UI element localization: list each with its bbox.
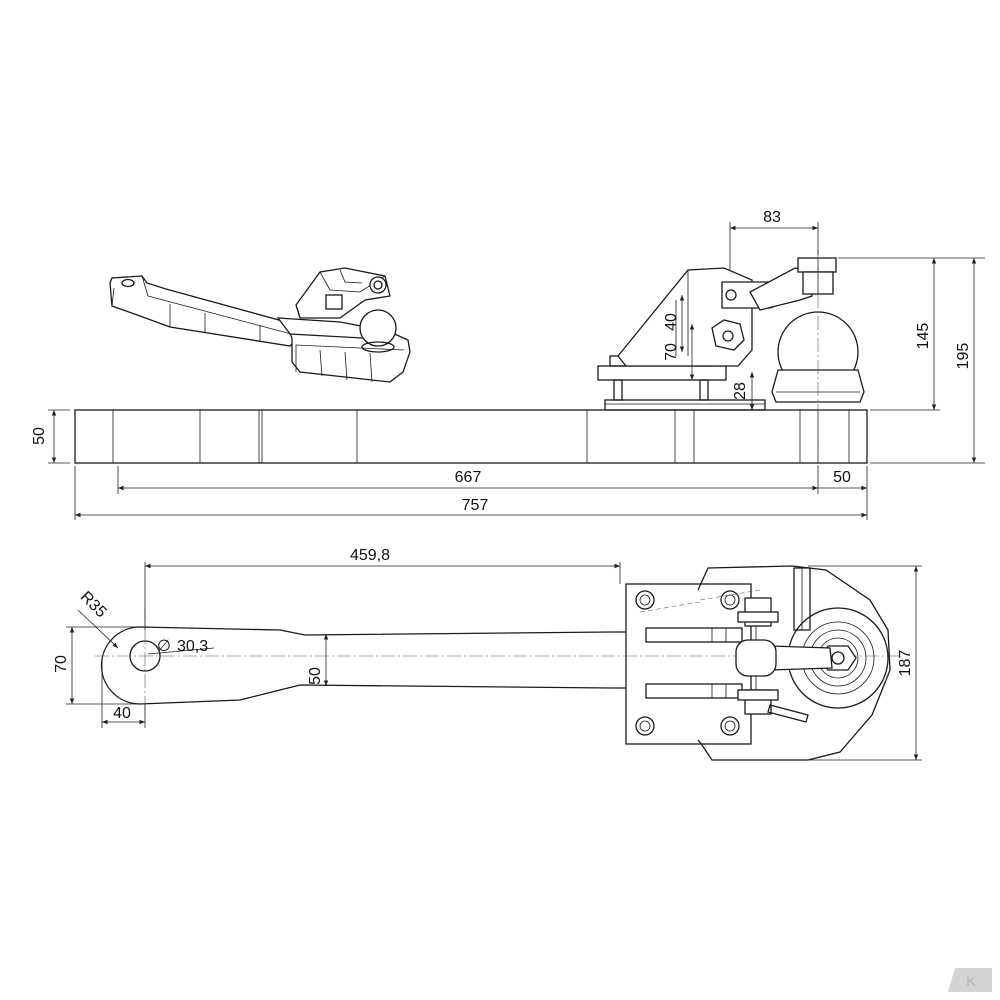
mounting-plate	[597, 365, 727, 381]
plan-bolts	[635, 590, 740, 736]
dim-70-plan: 70	[53, 655, 70, 673]
diameter-symbol: ∅	[157, 638, 171, 655]
drawbar-iso	[109, 267, 411, 383]
dim-187: 187	[897, 650, 914, 677]
dim-145: 145	[915, 323, 932, 350]
dim-28: 28	[732, 382, 749, 400]
housing-plan	[697, 565, 891, 761]
plan-mounting-plate	[625, 583, 752, 745]
dim-hole-30-3: 30,3	[177, 638, 208, 655]
dim-50-height: 50	[31, 427, 48, 445]
dim-757: 757	[462, 497, 489, 514]
side-view: 50 83 40 70 28 145 195 667 50 757	[31, 209, 985, 520]
dim-40-plan: 40	[113, 705, 131, 722]
dim-667: 667	[455, 469, 482, 486]
dim-r35: R35	[77, 588, 110, 621]
dim-70: 70	[663, 343, 680, 361]
brand-logo: K	[948, 968, 992, 992]
dim-40: 40	[663, 313, 680, 331]
dim-195: 195	[955, 343, 972, 370]
plan-view: 459,8 R35 ∅ 30,3 70 40 50 187	[53, 547, 922, 761]
side-dims	[48, 222, 985, 520]
dim-50-plan: 50	[307, 667, 324, 685]
brand-logo-mark: K	[966, 973, 976, 989]
hitch-side	[597, 250, 865, 470]
tow-ball-iso	[359, 309, 397, 347]
base-beam	[74, 409, 868, 464]
dim-83: 83	[763, 209, 781, 226]
base-beam-segments	[112, 410, 850, 463]
dim-459-8: 459,8	[350, 547, 390, 564]
plan-dims	[66, 562, 922, 761]
dim-50-end: 50	[833, 469, 851, 486]
